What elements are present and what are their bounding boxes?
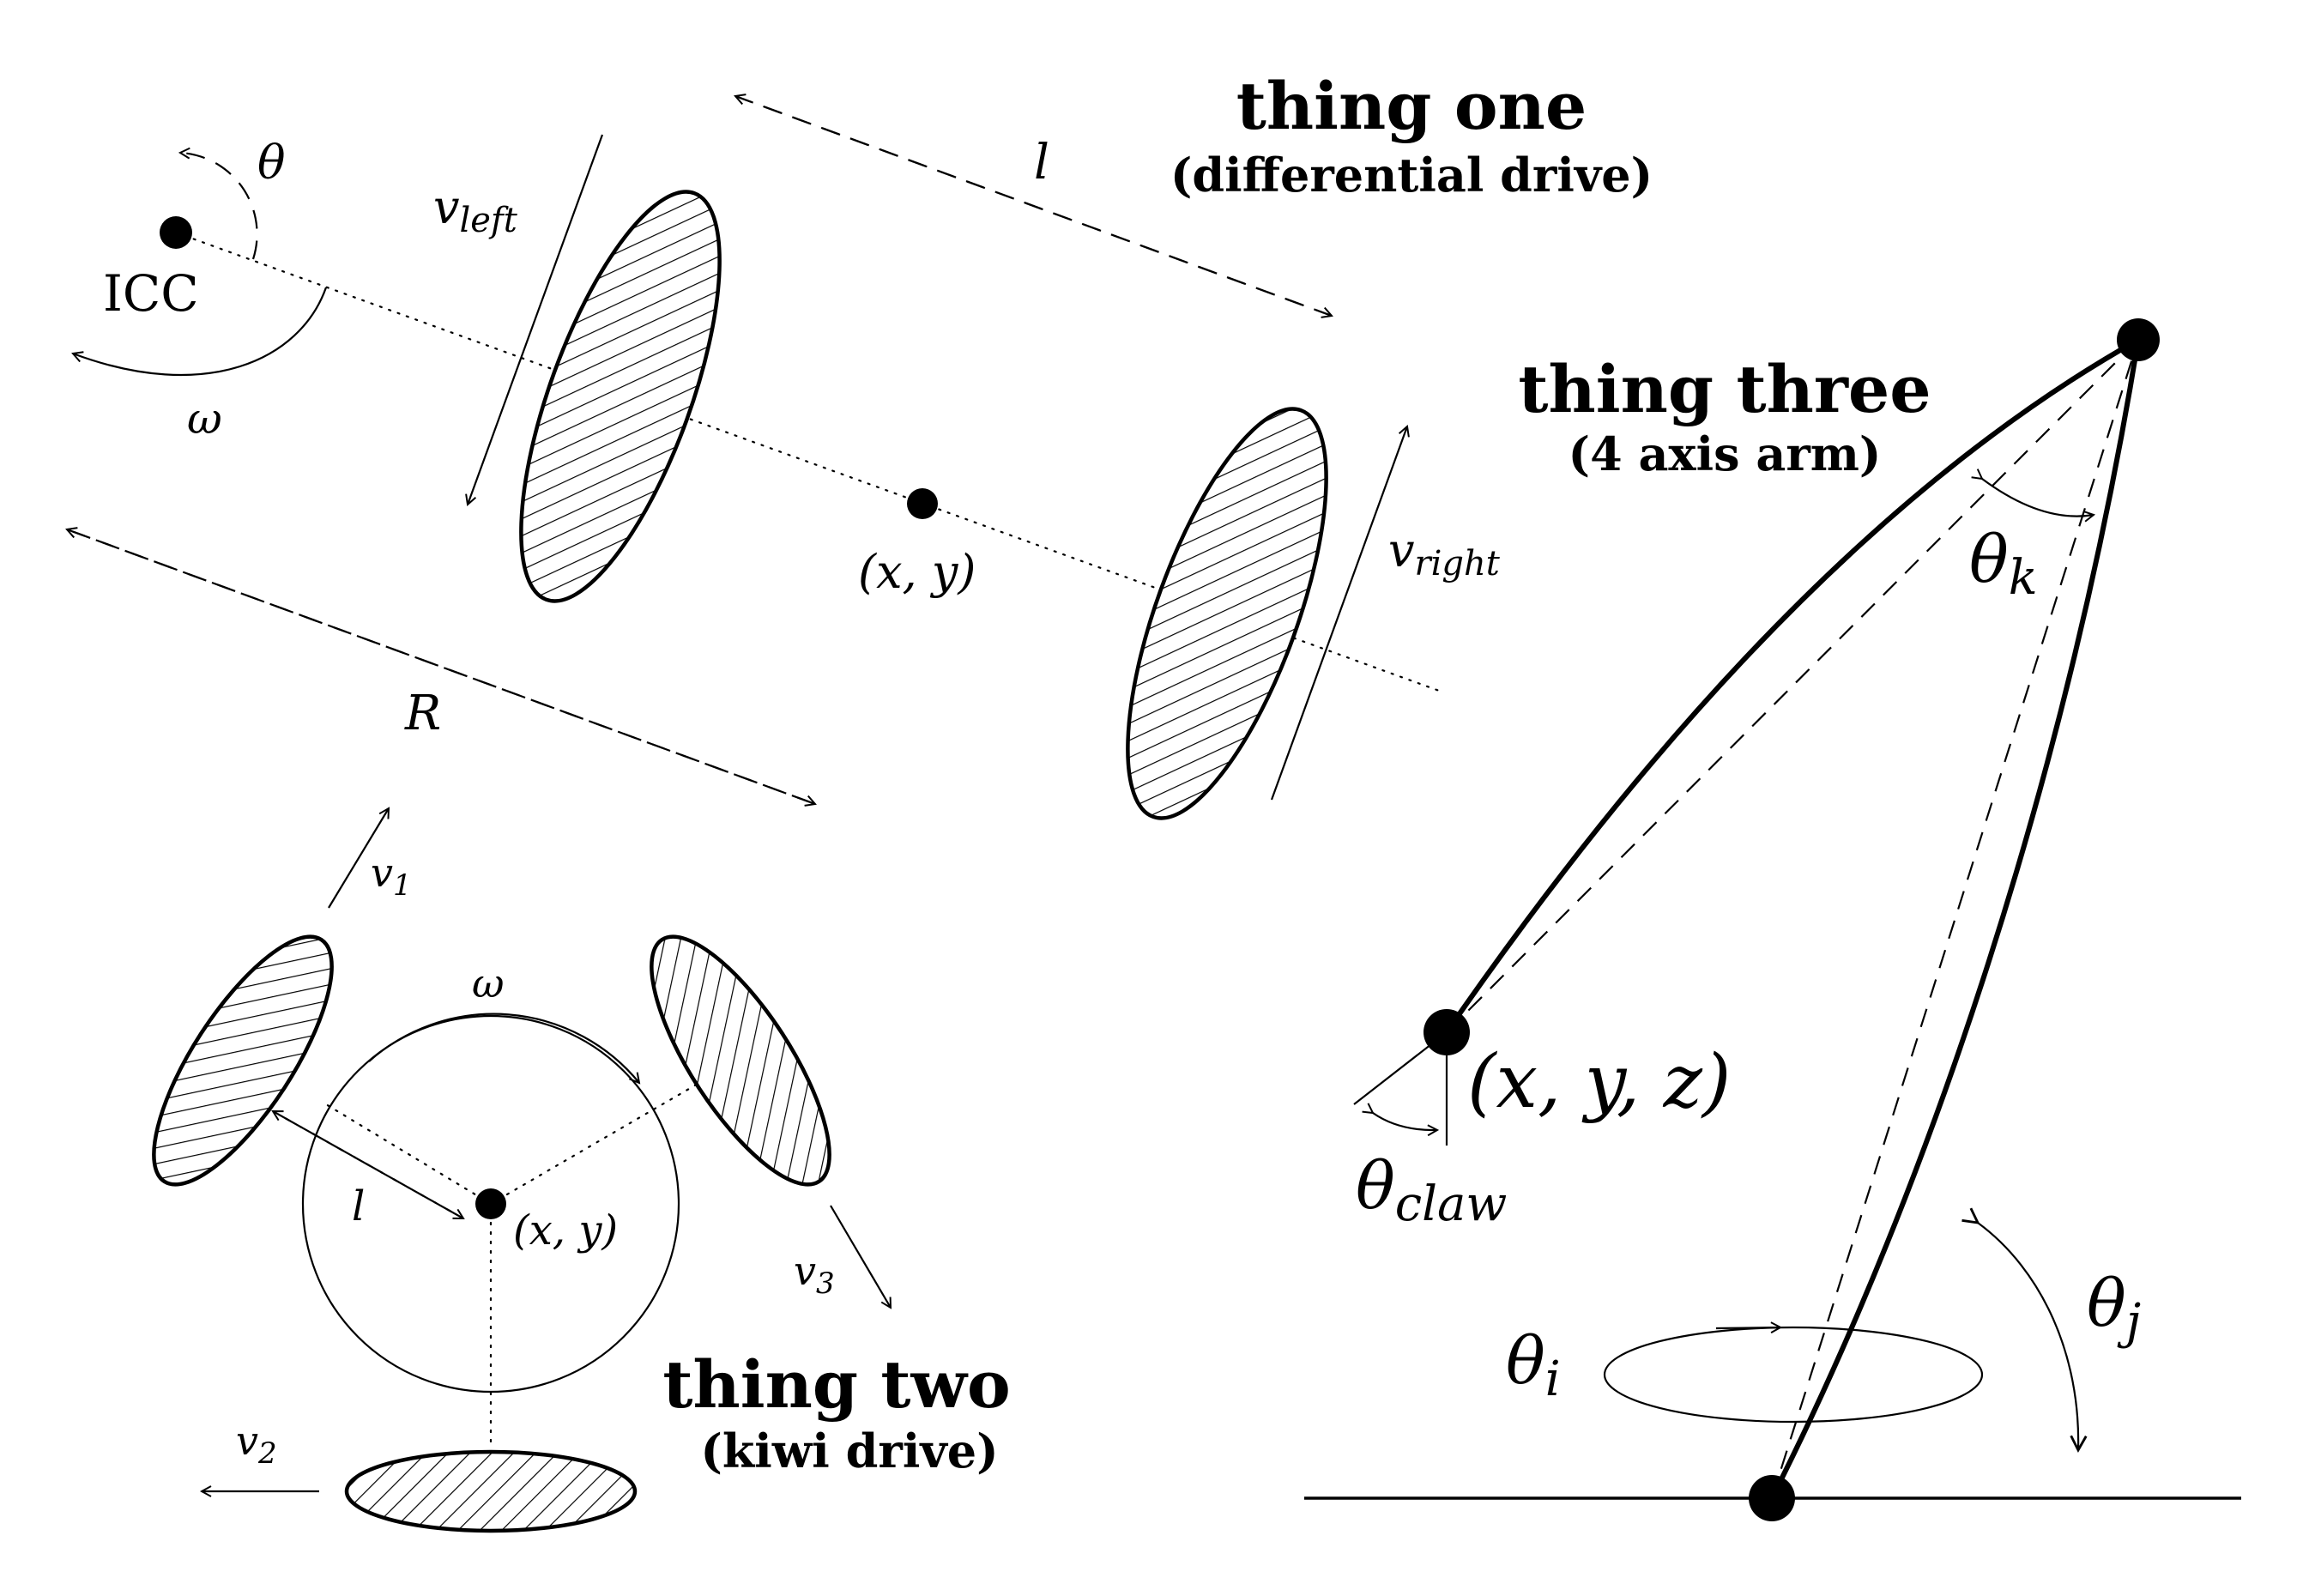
v1-arrow (328, 808, 389, 909)
thing-one-group: θ ICC ω vleft l (x, y) vright R thing on… (66, 68, 1653, 820)
theta-i-label: θi (1506, 1322, 1561, 1407)
r-dimension-arrow-start (67, 529, 816, 806)
omega-arrow (368, 1013, 639, 1083)
theta-claw-arrow (1373, 1113, 1437, 1130)
thing-one-title: thing one (1236, 68, 1587, 144)
omega-arc (73, 287, 328, 377)
v3-arrow (830, 1205, 891, 1308)
wheel-2 (344, 1449, 638, 1533)
theta-arc (180, 153, 258, 260)
base-rotation-ellipse (1603, 1326, 1984, 1424)
v-left-label: vleft (433, 180, 518, 240)
theta-claw-label: θclaw (1356, 1147, 1507, 1232)
spoke-3 (489, 1081, 701, 1206)
omega-label: ω (187, 394, 222, 444)
forearm-chord (1446, 339, 2139, 1033)
theta-k-label: θk (1969, 521, 2038, 606)
thing-three-subtitle: (4 axis arm) (1569, 426, 1882, 481)
theta-j-arrow (1961, 1207, 2088, 1454)
theta-label: θ (257, 136, 286, 190)
l-dimension-arrow (734, 94, 1332, 316)
thing-three-title: thing three (1518, 351, 1931, 427)
base-joint (1749, 1475, 1795, 1521)
thing-two-title: thing two (662, 1346, 1010, 1423)
upper-arm (1769, 339, 2141, 1500)
kiwi-l-arrow (272, 1110, 463, 1218)
v-left-arrow (468, 134, 604, 505)
v3-label: v3 (794, 1248, 835, 1301)
wheel-3 (650, 934, 831, 1187)
icc-point (160, 216, 192, 249)
center-point (907, 488, 938, 519)
kiwi-l-label: l (352, 1182, 365, 1230)
claw-angled-line (1353, 1031, 1448, 1105)
thing-two-subtitle: (kiwi drive) (700, 1424, 998, 1478)
forearm (1444, 337, 2140, 1034)
xyz-label: (x, y, z) (1467, 1039, 1731, 1125)
r-dimension-arrow (66, 528, 815, 804)
thing-three-group: θk (x, y, z) θclaw θi θj thing three (4 … (1304, 318, 2241, 1521)
v2-label: v2 (236, 1418, 277, 1471)
xy-label: (x, y) (858, 545, 976, 599)
v-right-arrow (1270, 426, 1407, 801)
kiwi-xy-label: (x, y) (513, 1206, 618, 1254)
right-wheel (1126, 407, 1328, 820)
wheel-1 (152, 934, 334, 1187)
r-label: R (404, 686, 441, 741)
upperarm-chord (1770, 339, 2140, 1499)
icc-label: ICC (103, 264, 199, 323)
theta-i-arrow (1715, 1327, 1780, 1328)
thing-two-group: v1 ω l (x, y) v3 v2 thing two (kiwi driv… (152, 808, 1011, 1533)
thing-one-subtitle: (differential drive) (1170, 148, 1653, 203)
v1-label: v1 (371, 849, 412, 903)
v-right-label: vright (1388, 523, 1501, 583)
elbow-joint (2117, 318, 2160, 361)
theta-k-arrow (1982, 479, 2094, 517)
theta-j-label: θj (2087, 1265, 2141, 1350)
l-label: l (1034, 135, 1049, 190)
kiwi-center-point (475, 1188, 506, 1219)
kiwi-omega-label: ω (472, 960, 505, 1007)
left-wheel (519, 190, 722, 603)
